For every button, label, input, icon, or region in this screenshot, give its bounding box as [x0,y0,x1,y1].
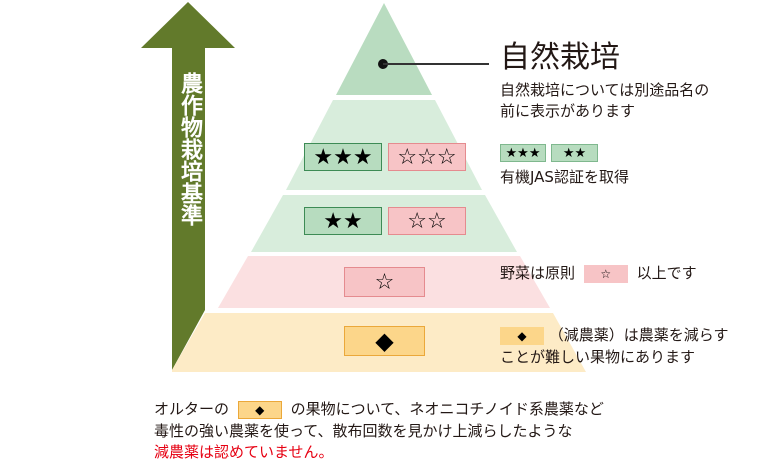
arrow-label: 農作物栽培基準 [177,72,202,226]
note-line3-warning: 減農薬は認めていません。 [154,443,334,461]
pyramid-tier-natural [336,3,432,95]
note-line1: オルターの ◆ の果物について、ネオニコチノイド系農薬など [154,399,604,419]
vegetable-desc-prefix: 野菜は原則 [500,264,576,282]
tier-badge-organic-3-green: ★★★ [304,143,382,171]
natural-desc-line1: 自然栽培については別途品名の [500,81,710,99]
natural-title: 自然栽培 [500,40,620,75]
note-line1-suffix: の果物について、ネオニコチノイド系農薬など [290,400,604,418]
tier-badge-one-star: ☆ [344,267,425,297]
legend-badge-one-star: ☆ [583,264,628,283]
note-line2: 毒性の強い農薬を使って、散布回数を見かけ上減らしたような [154,422,573,440]
vegetable-desc: 野菜は原則 ☆ 以上です [500,263,697,283]
tier-badge-organic-2-pink: ☆☆ [388,207,466,235]
legend-badge-organic-3: ★★★ [500,144,546,162]
pyramid-tier-organic-2 [251,195,517,252]
tier-badge-organic-3-pink: ☆☆☆ [388,143,466,171]
vegetable-desc-suffix: 以上です [636,264,697,282]
tier-badge-diamond: ◆ [344,326,425,356]
reduced-desc-line1: ◆ （減農薬）は農薬を減らす [500,325,728,345]
note-line1-prefix: オルターの [154,400,230,418]
note-badge-diamond: ◆ [237,400,282,419]
reduced-desc-line1-text: （減農薬）は農薬を減らす [548,326,729,344]
legend-badge-organic-2: ★★ [551,144,598,162]
reduced-desc-line2: ことが難しい果物にあります [500,348,696,366]
tier-badge-organic-2-green: ★★ [304,207,382,235]
organic-desc: 有機JAS認証を取得 [500,168,629,186]
legend-badge-diamond: ◆ [500,326,544,345]
natural-desc-line2: 前に表示があります [500,102,636,120]
arrow-shape [141,2,235,370]
